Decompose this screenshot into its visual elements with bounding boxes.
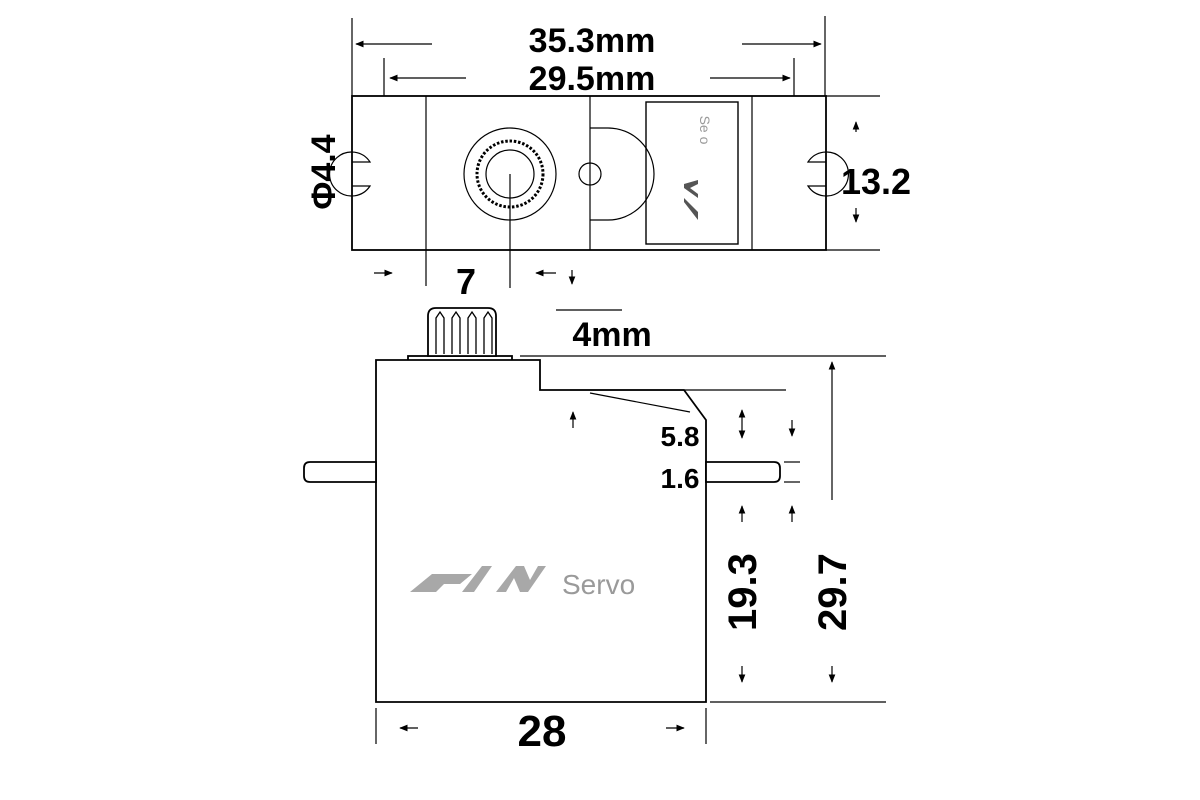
step-height-label: 5.8 (661, 421, 700, 452)
hole-diameter-label: Φ4.4 (305, 134, 343, 209)
mounting-hole-left (329, 151, 372, 197)
servo-body-outline (375, 359, 707, 703)
chamfer-line (589, 392, 691, 413)
spline-ridges (435, 310, 493, 354)
jx-logo-icon (410, 566, 546, 592)
mounting-tab-left (303, 461, 377, 483)
label-window (645, 101, 739, 245)
overall-width-label: 35.3mm (529, 22, 656, 60)
spline-offset-label: 7 (456, 261, 476, 302)
side-view: 4mm Servo 5.8 (303, 307, 886, 756)
spline-height-label: 4mm (572, 316, 651, 354)
gear-housing-bump (590, 127, 655, 221)
mounting-hole-right (806, 151, 849, 197)
hole-spacing-label: 29.5mm (529, 60, 656, 98)
top-view: 35.3mm 29.5mm Se o 13.2 (305, 16, 911, 302)
flange-height-label: 13.2 (841, 161, 911, 202)
body-height-label: 29.7 (811, 553, 855, 631)
brand-logo-text: Servo (562, 569, 635, 600)
top-logo-text: Se o (697, 116, 713, 145)
mounting-flange-outline (351, 95, 827, 251)
gear-axle-hole (578, 162, 602, 186)
tab-thickness-label: 1.6 (661, 463, 700, 494)
body-width-label: 28 (518, 707, 567, 756)
mounting-tab-right (705, 461, 781, 483)
flange-to-bottom-label: 19.3 (721, 553, 765, 631)
output-spline-side (427, 307, 497, 357)
top-logo-mark-icon (684, 180, 698, 220)
